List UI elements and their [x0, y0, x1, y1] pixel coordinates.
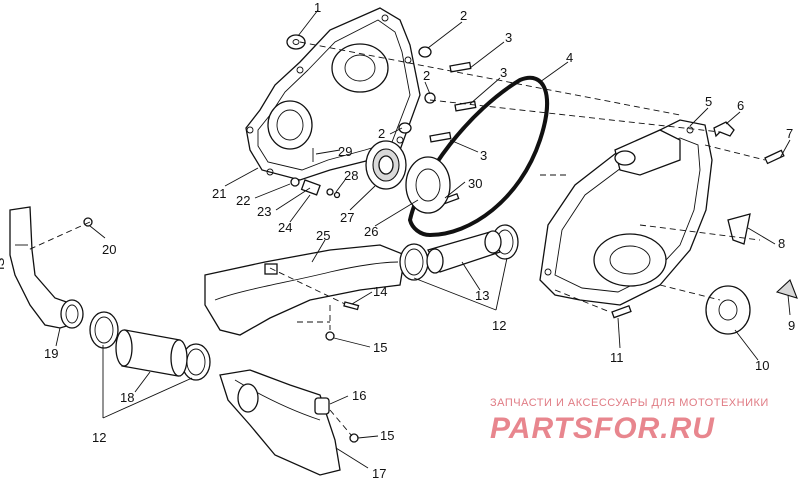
washer-1 [286, 34, 306, 50]
small-parts [290, 148, 341, 199]
alignment-lines [27, 41, 766, 437]
callout-6: 6 [737, 98, 744, 113]
callout-5: 5 [705, 94, 712, 109]
watermark-tagline: ЗАПЧАСТИ И АКСЕССУАРЫ ДЛЯ МОТОТЕХНИКИ [490, 397, 769, 409]
callout-27: 27 [340, 210, 354, 225]
callout-15a: 15 [373, 340, 387, 355]
callout-24: 24 [278, 220, 292, 235]
callout-30: 30 [468, 176, 482, 191]
callout-21: 21 [212, 186, 226, 201]
callout-28: 28 [344, 168, 358, 183]
duct-side-label: IS [0, 257, 7, 270]
callout-14: 14 [373, 284, 387, 299]
outer-cover [539, 119, 713, 306]
callout-1: 1 [314, 0, 321, 15]
pulley-26 [405, 156, 451, 214]
callout-10: 10 [755, 358, 769, 373]
callout-22: 22 [236, 193, 250, 208]
callout-7: 7 [786, 126, 793, 141]
callout-2c: 2 [378, 126, 385, 141]
duct-25 [204, 244, 406, 336]
callout-23: 23 [257, 204, 271, 219]
callout-9: 9 [788, 318, 795, 333]
callout-15b: 15 [380, 428, 394, 443]
screw-15-upper [325, 331, 335, 341]
decal-9 [775, 279, 798, 299]
callout-3c: 3 [480, 148, 487, 163]
duct-17 [219, 369, 341, 476]
decal-8 [727, 213, 751, 245]
callout-4: 4 [566, 50, 573, 65]
leader-lines [55, 9, 791, 469]
washer-10 [705, 285, 751, 335]
callout-20: 20 [102, 242, 116, 257]
screw-20 [83, 217, 93, 227]
bolt-11 [611, 305, 632, 319]
callout-3a: 3 [505, 30, 512, 45]
seal-27 [365, 140, 407, 190]
callout-12b: 12 [92, 430, 106, 445]
watermark: ЗАПЧАСТИ И АКСЕССУАРЫ ДЛЯ МОТОТЕХНИКИ PA… [490, 397, 769, 445]
drive-belt [407, 75, 549, 238]
callout-12a: 12 [492, 318, 506, 333]
callout-19: 19 [44, 346, 58, 361]
callout-18: 18 [120, 390, 134, 405]
callout-2b: 2 [423, 68, 430, 83]
callout-17: 17 [372, 466, 386, 481]
screw-14 [343, 301, 360, 311]
clip-6 [713, 121, 735, 138]
callout-16: 16 [352, 388, 366, 403]
callout-11: 11 [610, 350, 624, 365]
watermark-logo-text: PARTSFOR.RU [490, 412, 715, 445]
callout-2a: 2 [460, 8, 467, 23]
callout-13: 13 [475, 288, 489, 303]
callout-3b: 3 [500, 65, 507, 80]
callout-numbers: 1 2 3 4 2 3 2 3 5 6 7 8 9 10 11 12 13 14… [44, 0, 795, 481]
callout-25: 25 [316, 228, 330, 243]
callout-26: 26 [364, 224, 378, 239]
callout-8: 8 [778, 236, 785, 251]
callout-29: 29 [338, 144, 352, 159]
